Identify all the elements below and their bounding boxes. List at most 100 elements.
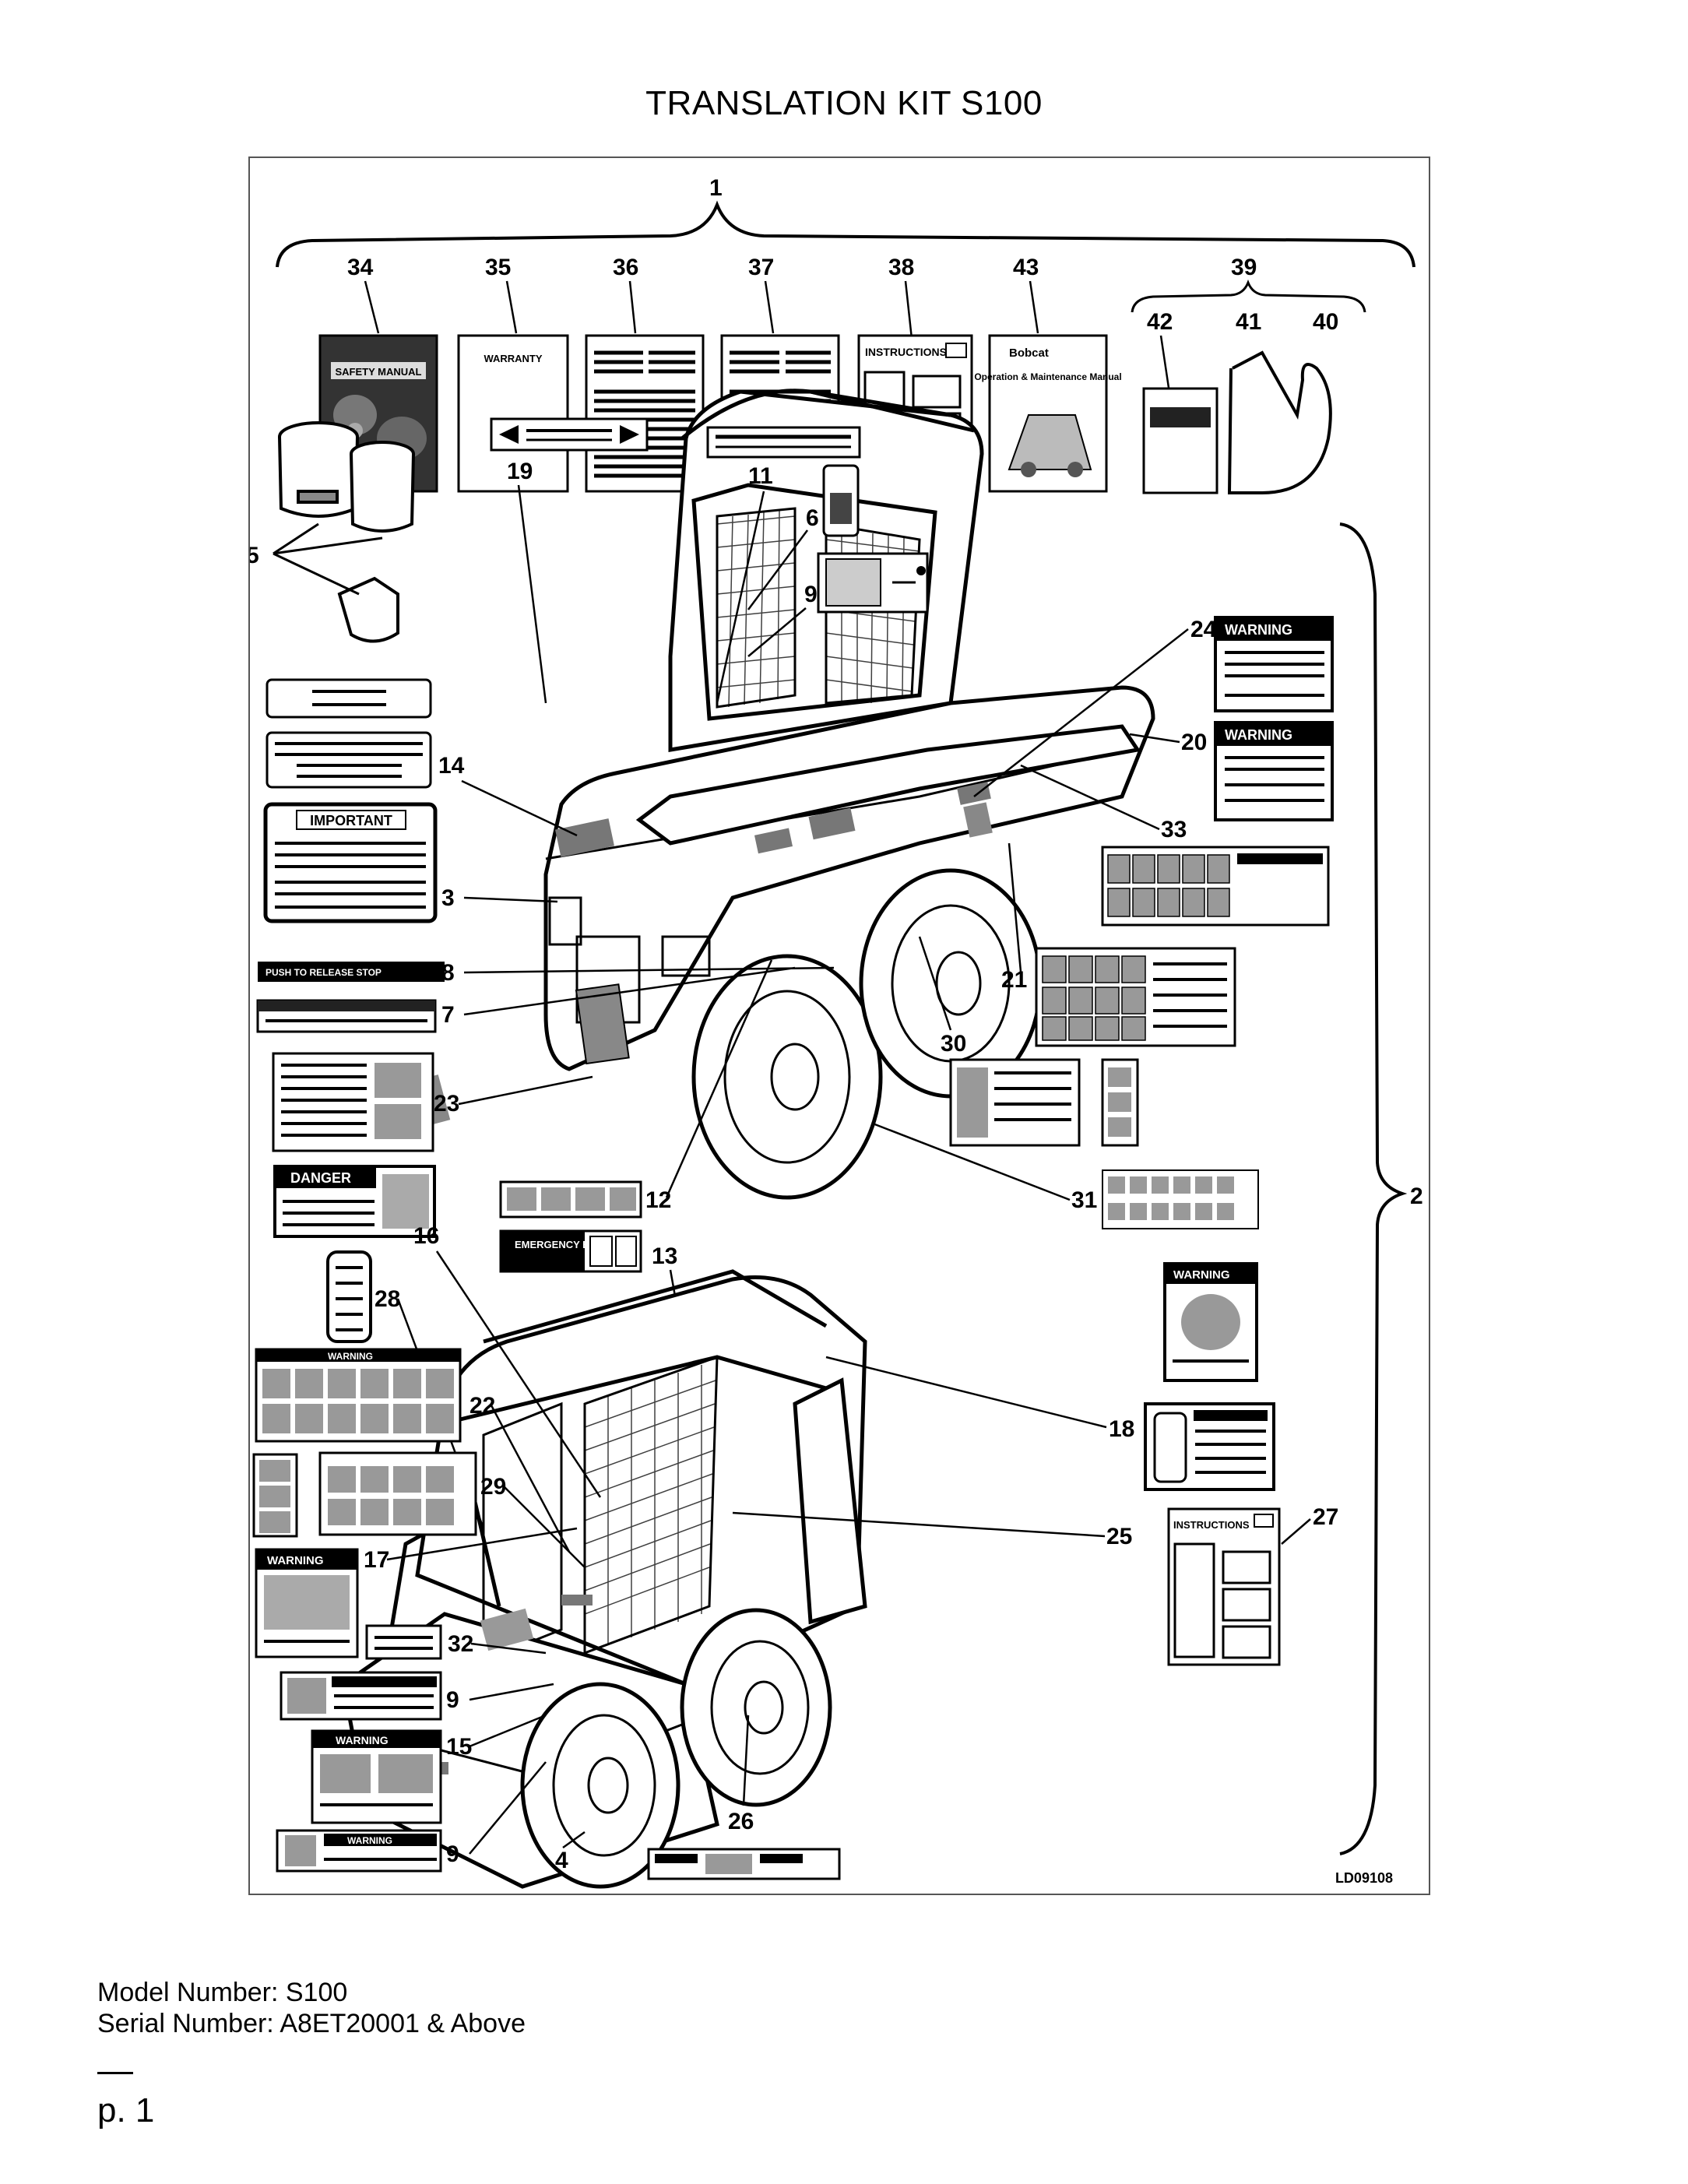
callout-44: 43 [1013,255,1039,280]
svg-text:INSTRUCTIONS: INSTRUCTIONS [865,346,947,358]
callout-29: 28 [375,1286,400,1312]
svg-text:PUSH TO RELEASE STOP: PUSH TO RELEASE STOP [266,967,382,978]
decal-16-warning: WARNING [311,1729,442,1824]
decal-13 [499,1180,642,1219]
callout-43: 42 [1147,309,1173,335]
operation-manual-doc: Bobcat Operation & Maintenance Manual [974,334,1122,493]
callout-39: 38 [888,255,914,280]
serial-number: Serial Number: A8ET20001 & Above [97,2009,526,2038]
decal-33 [365,1624,442,1660]
callout-6: 6 [806,505,819,531]
decal-21-warning: WARNING [1214,721,1334,821]
svg-text:SAFETY MANUAL: SAFETY MANUAL [336,366,422,378]
decal-18-warning: WARNING [255,1548,359,1658]
callout-26: 25 [1106,1524,1132,1549]
svg-text:EMERGENCY EXIT: EMERGENCY EXIT [515,1239,605,1250]
svg-text:WARNING: WARNING [336,1734,389,1746]
callout-15: 14 [438,753,465,779]
callout-33: 32 [448,1631,473,1657]
decal-14-emergency-exit: EMERGENCY EXIT [499,1229,642,1273]
callout-25: 24 [1190,617,1217,642]
svg-text:WARNING: WARNING [1225,622,1292,638]
decal-9-upper [817,552,929,614]
cable-41-42 [1227,350,1332,494]
callout-35: 34 [347,255,374,280]
callout-17: 16 [413,1223,439,1249]
decal-8-push-release: PUSH TO RELEASE STOP [258,962,445,982]
callout-13: 12 [645,1187,671,1213]
decal-danger-upper: DANGER [273,1165,436,1238]
callout-9a: 9 [804,582,818,607]
page-number: p. 1 [97,2091,155,2129]
svg-text:WARNING: WARNING [267,1554,324,1567]
callout-30: 29 [480,1474,506,1500]
callout-22: 21 [1001,967,1027,993]
callout-11: 10 [446,1896,472,1897]
callout-7: 7 [441,1002,455,1028]
callout-40: 39 [1231,255,1257,280]
footer-rule [97,2072,133,2074]
callout-31: 30 [941,1031,966,1057]
svg-text:IMPORTANT: IMPORTANT [310,813,392,828]
callout-2: 2 [1410,1183,1423,1209]
decal-9-lower: WARNING [276,1829,442,1873]
callout-28: 27 [1313,1504,1338,1530]
bracket-2 [1339,522,1408,1855]
decal-22 [1035,947,1236,1047]
decal-bobcat-small [266,678,432,719]
decal-12 [706,426,861,459]
svg-text:INSTRUCTIONS: INSTRUCTIONS [1173,1519,1250,1531]
callout-37: 36 [613,255,638,280]
model-number: Model Number: S100 [97,1978,348,2007]
page-title: TRANSLATION KIT S100 [645,84,1043,122]
svg-text:Operation & Maintenance Manual: Operation & Maintenance Manual [974,371,1121,382]
callout-8: 8 [441,960,455,986]
decal-23-warning: WARNING [255,1348,462,1443]
decal-34 [1101,846,1330,927]
callout-32: 31 [1071,1187,1097,1213]
figure-code: LD09108 [1335,1870,1393,1886]
parts-illustration: 1 34 35 36 37 38 43 39 42 41 40 SAFETY M… [248,157,1430,1897]
callout-9b: 9 [446,1841,459,1867]
decal-3-important: IMPORTANT [263,802,438,923]
svg-text:WARNING: WARNING [328,1351,373,1362]
callout-12: 11 [748,463,773,489]
bracket-1 [276,200,1415,268]
decal-31 [949,1058,1139,1147]
svg-text:WARRANTY: WARRANTY [484,353,542,364]
svg-text:WARNING: WARNING [347,1835,392,1846]
decal-10-danger [280,1671,442,1721]
callout-1: 1 [709,175,723,201]
decal-24 [272,1052,434,1152]
decal-28-instructions: INSTRUCTIONS [1167,1507,1281,1666]
callout-3: 3 [441,885,455,911]
callout-5: 5 [250,543,259,568]
warranty-doc: WARRANTY [457,334,569,493]
callout-18: 17 [364,1547,389,1573]
callout-41: 40 [1313,309,1338,335]
callout-10: 9 [446,1687,459,1713]
filters-5 [278,421,415,643]
callout-4: 4 [555,1848,568,1873]
decal-26 [1144,1402,1275,1491]
decal-booklet-43 [1142,387,1219,494]
callout-24: 23 [434,1091,459,1117]
callout-20: 19 [507,459,533,484]
decal-7 [256,999,437,1033]
callout-16: 15 [446,1734,472,1760]
svg-text:Bobcat: Bobcat [1009,346,1049,360]
callout-21: 20 [1181,730,1207,755]
bracket-40 [1131,279,1366,313]
decal-32 [1102,1169,1259,1229]
decal-30 [252,1451,477,1538]
decal-25-warning: WARNING [1214,616,1334,712]
callout-38: 37 [748,255,774,280]
svg-text:WARNING: WARNING [1225,727,1292,743]
callout-14: 13 [652,1243,677,1269]
callout-19: 18 [1109,1416,1134,1442]
callout-27: 26 [728,1809,754,1834]
decal-29-vertical [326,1250,372,1343]
decal-15 [266,731,432,789]
svg-text:DANGER: DANGER [290,1170,351,1186]
decal-27 [647,1848,841,1880]
